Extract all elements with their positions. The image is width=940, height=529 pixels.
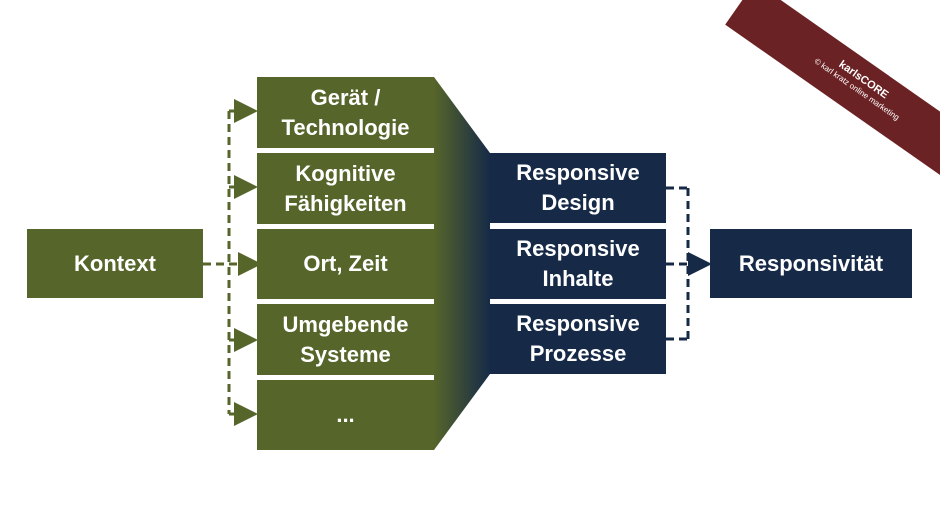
dimension-label: ... — [336, 402, 355, 427]
dimension-label: Umgebende Systeme — [282, 311, 409, 367]
dimension-box-more: ... — [257, 380, 434, 450]
result-box: Responsivität — [710, 229, 912, 298]
dimension-box-cognitive: Kognitive Fähigkeiten — [257, 153, 434, 224]
kontext-label: Kontext — [74, 250, 156, 276]
dimension-box-device: Gerät / Technologie — [257, 77, 434, 148]
response-label: Responsive Prozesse — [516, 311, 640, 366]
dimension-label: Gerät / Technologie — [281, 84, 410, 140]
funnel-shape — [434, 77, 490, 450]
kontext-box: Kontext — [27, 229, 203, 298]
response-label: Responsive Design — [516, 160, 640, 215]
result-label: Responsivität — [738, 250, 884, 276]
dimension-box-systems: Umgebende Systeme — [257, 304, 434, 375]
dimension-box-place-time: Ort, Zeit — [257, 229, 434, 299]
response-box-processes: Responsive Prozesse — [490, 304, 666, 374]
dimension-label: Ort, Zeit — [303, 251, 388, 276]
dimension-label: Kognitive Fähigkeiten — [284, 160, 407, 216]
response-label: Responsive Inhalte — [516, 236, 640, 291]
response-box-design: Responsive Design — [490, 153, 666, 223]
response-box-content: Responsive Inhalte — [490, 229, 666, 299]
